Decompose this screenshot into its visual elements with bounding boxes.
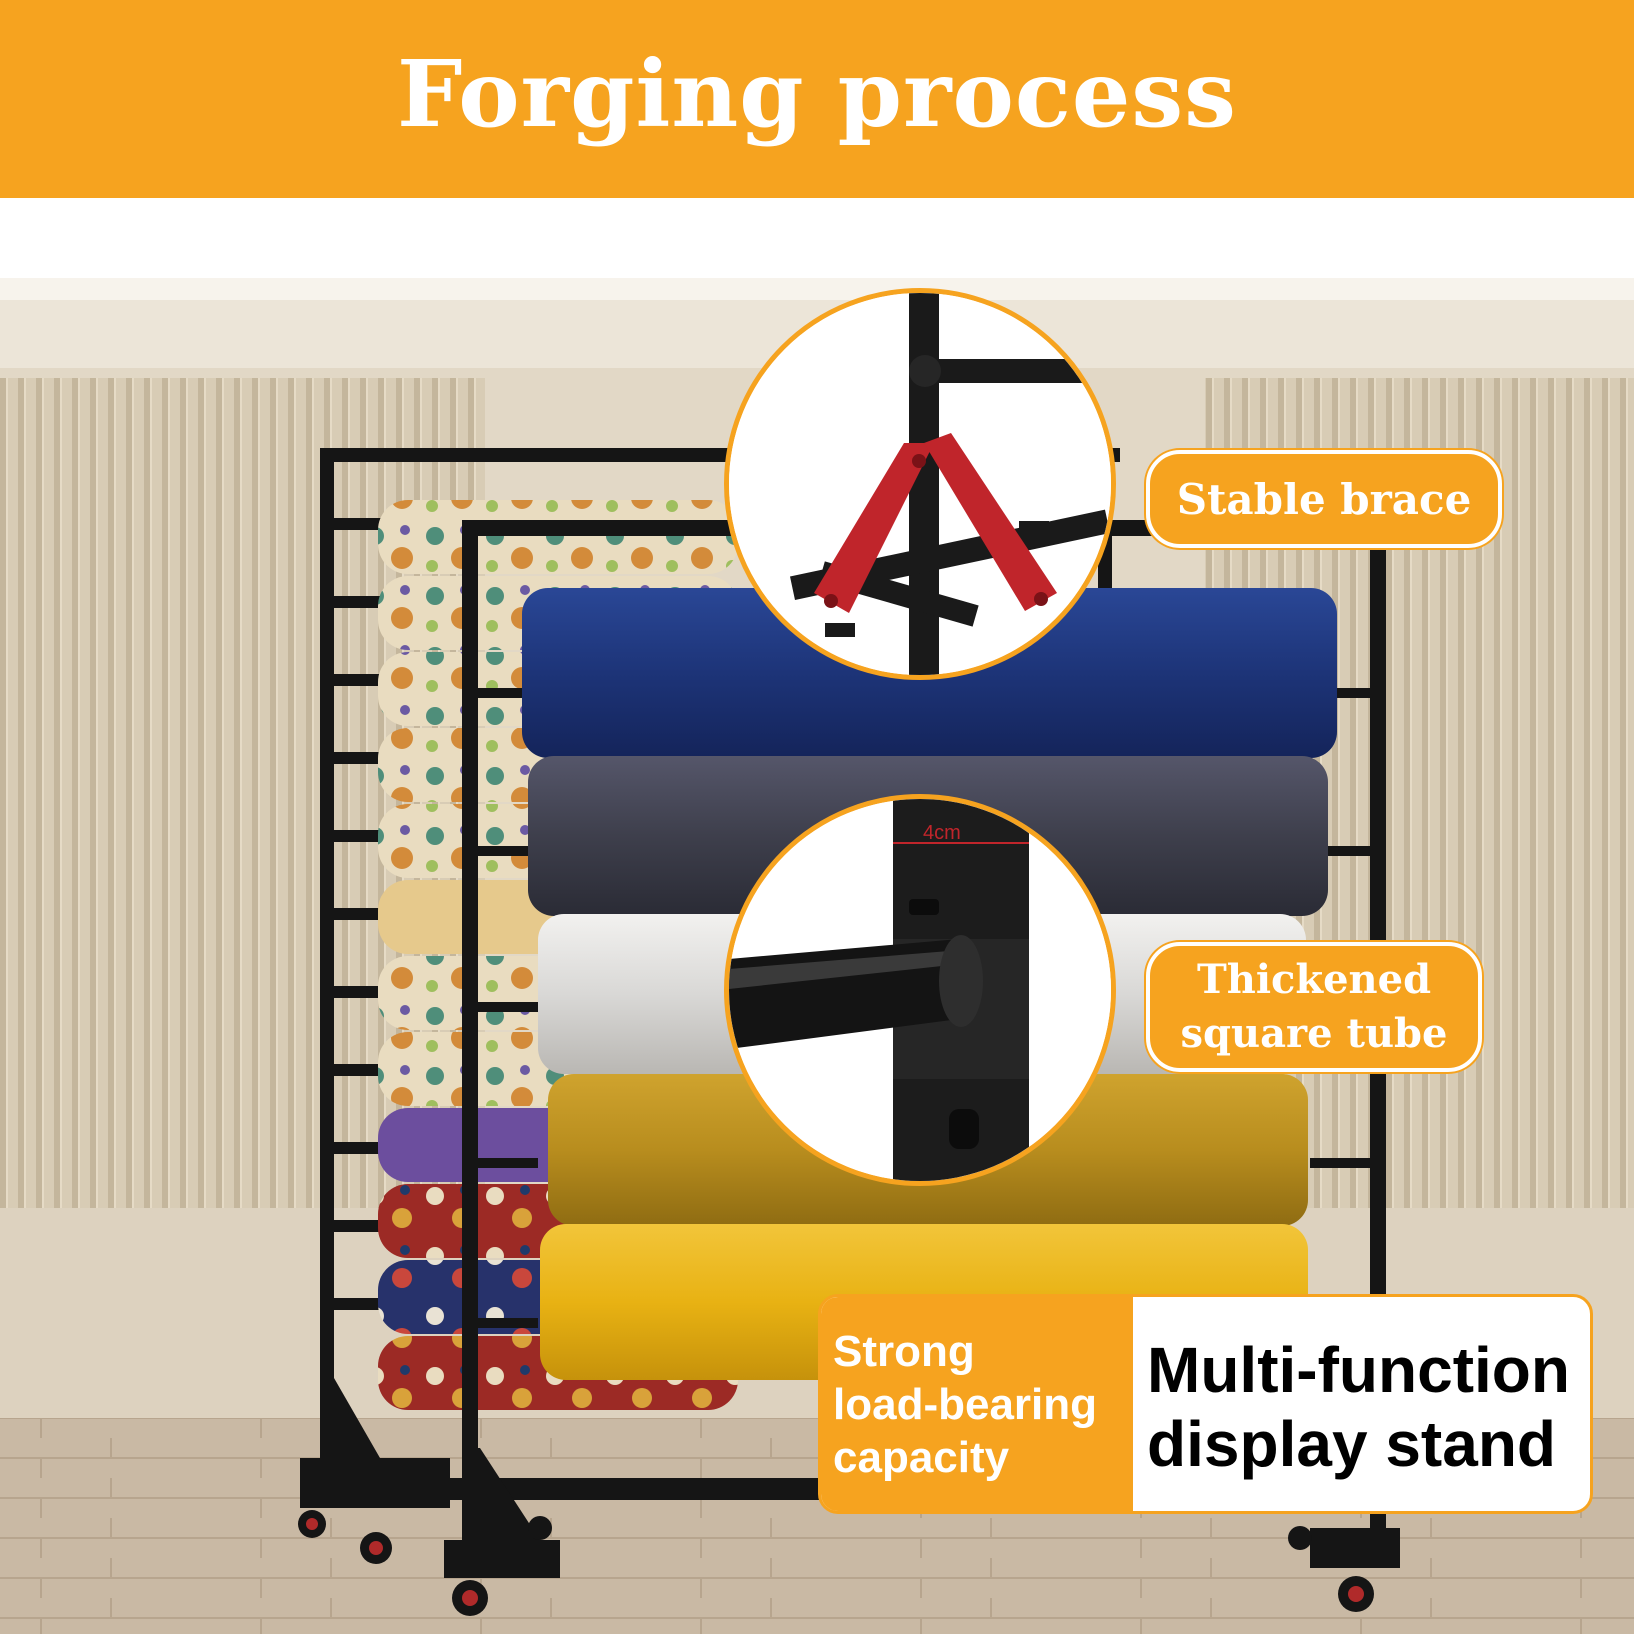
thickened-tube-label-line2: square tube — [1180, 1010, 1448, 1057]
feature-box: Strong load-bearing capacity Multi-funct… — [818, 1294, 1593, 1514]
multi-function-text: Multi-function display stand — [1147, 1333, 1570, 1481]
load-bearing-line2: load-bearing — [833, 1380, 1098, 1429]
load-bearing-text: Strong load-bearing capacity — [833, 1325, 1097, 1484]
load-bearing-line1: Strong — [833, 1327, 975, 1376]
stable-brace-callout: Stable brace — [1146, 450, 1502, 548]
load-bearing-panel: Strong load-bearing capacity — [821, 1297, 1133, 1511]
tube-closeup-illustration: 4cm — [729, 799, 1111, 1181]
load-bearing-line3: capacity — [833, 1433, 1010, 1482]
thickened-tube-callout: Thickened square tube — [1146, 942, 1482, 1072]
page-title: Forging process — [397, 40, 1237, 148]
multi-function-line2: display stand — [1147, 1408, 1556, 1480]
title-banner: Forging process — [0, 0, 1634, 198]
stable-brace-label: Stable brace — [1176, 474, 1472, 524]
brace-closeup — [724, 288, 1116, 680]
dimension-label: 4cm — [923, 822, 961, 844]
tube-closeup: 4cm — [724, 794, 1116, 1186]
brace-closeup-illustration — [729, 293, 1111, 675]
thickened-tube-label-line1: Thickened — [1196, 956, 1432, 1003]
multi-function-line1: Multi-function — [1147, 1334, 1570, 1406]
